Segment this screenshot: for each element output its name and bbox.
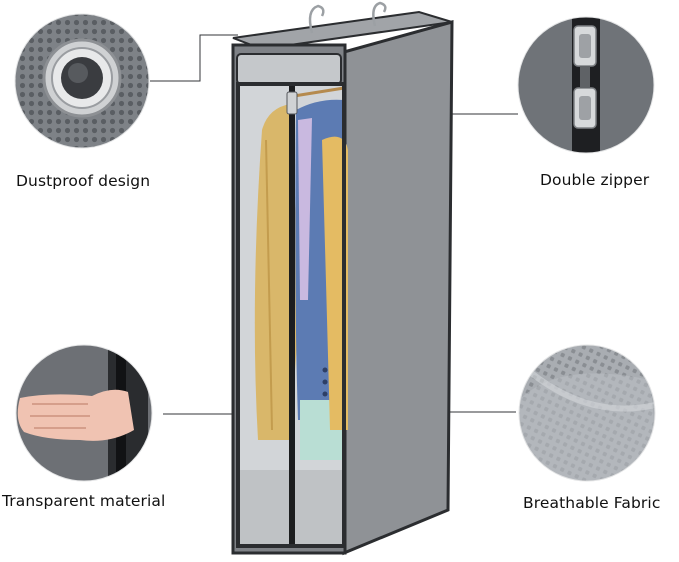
dustproof-label: Dustproof design xyxy=(16,172,151,190)
zipper-circle xyxy=(518,17,654,153)
transparent-circle xyxy=(16,345,152,481)
hanger-icon xyxy=(308,1,387,34)
wardrobe-bag xyxy=(231,1,454,556)
breathable-fabric-label: Breathable Fabric xyxy=(523,494,661,512)
breathable-circle xyxy=(519,345,655,481)
connector-dustproof xyxy=(150,34,238,82)
grommet-icon xyxy=(42,38,122,118)
mesh-icon xyxy=(519,369,655,480)
hand-icon xyxy=(17,389,134,441)
transparent-material-label: Transparent material xyxy=(2,492,166,510)
dustproof-circle xyxy=(15,14,149,148)
zipper-icon xyxy=(573,25,597,129)
double-zipper-label: Double zipper xyxy=(540,171,650,189)
